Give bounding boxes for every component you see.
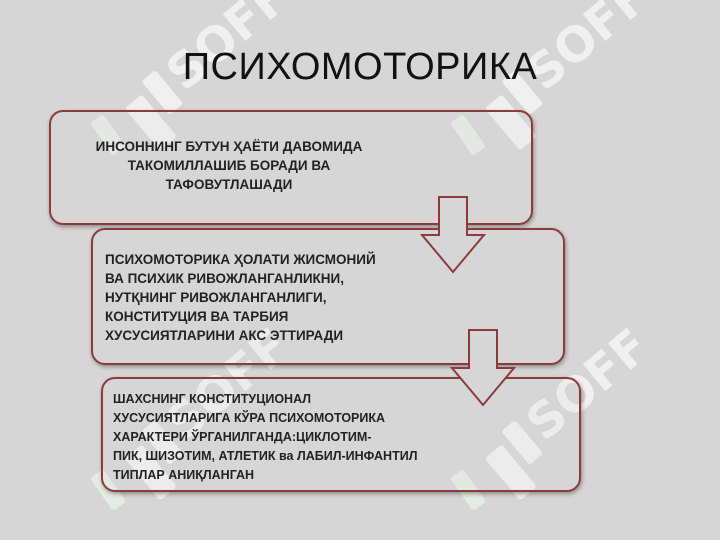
down-arrow-icon: [420, 196, 486, 274]
flow-box-1-text: ИНСОННИНГ БУТУН ҲАЁТИ ДАВОМИДА ТАКОМИЛЛА…: [95, 139, 363, 192]
flow-box-3-text: ШАХСНИНГ КОНСТИТУЦИОНАЛ ХУСУСИЯТЛАРИГА К…: [113, 392, 418, 482]
flow-box-3: ШАХСНИНГ КОНСТИТУЦИОНАЛ ХУСУСИЯТЛАРИГА К…: [101, 377, 581, 492]
down-arrow-icon: [450, 329, 516, 407]
slide-title: ПСИХОМОТОРИКА: [182, 46, 538, 88]
flow-box-2-text: ПСИХОМОТОРИКА ҲОЛАТИ ЖИСМОНИЙ ВА ПСИХИК …: [105, 252, 376, 343]
